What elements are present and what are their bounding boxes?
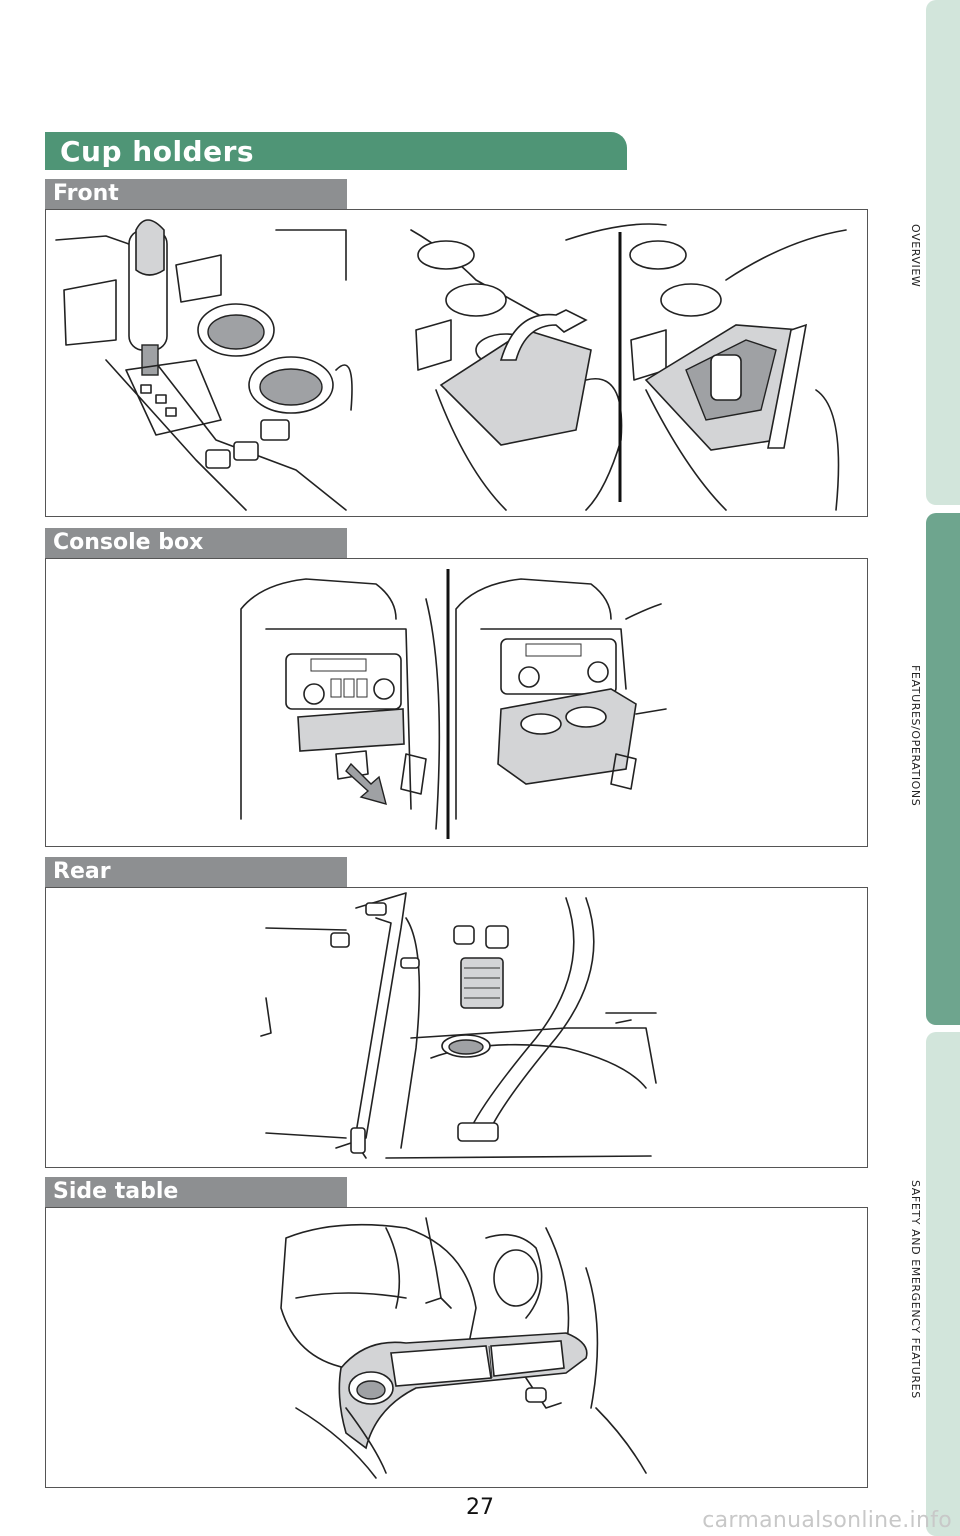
- watermark: carmanualsonline.info: [702, 1508, 952, 1533]
- rear-cabin-drawing: [260, 892, 657, 1159]
- side-tab-overview[interactable]: [926, 0, 960, 505]
- page-number: 27: [466, 1495, 494, 1520]
- console-box-closed-drawing: [240, 578, 441, 830]
- side-tab-safety[interactable]: [926, 1032, 960, 1536]
- side-tab-features-operations[interactable]: [926, 513, 960, 1025]
- front-cup-holder-illustration: [55, 219, 847, 511]
- section-header-rear: Rear: [45, 857, 347, 887]
- console-box-illustration-panel: [45, 558, 868, 847]
- front-cup-holder-open-drawing: [629, 229, 847, 511]
- side-table-illustration-panel: [45, 1207, 868, 1488]
- page-title: Cup holders: [60, 135, 255, 168]
- rear-cup-holder-illustration: [260, 892, 657, 1159]
- front-illustration-panel: [45, 209, 868, 517]
- console-box-cup-holder-illustration: [240, 569, 667, 839]
- front-cover-open-drawing: [410, 223, 667, 511]
- page-title-tab: Cup holders: [45, 132, 627, 170]
- rear-illustration-panel: [45, 887, 868, 1168]
- console-box-open-drawing: [455, 578, 667, 820]
- front-console-drawing: [55, 219, 353, 511]
- side-table-drawing: [280, 1217, 647, 1479]
- section-header-front: Front: [45, 179, 347, 209]
- side-table-cup-holder-illustration: [280, 1217, 647, 1479]
- section-header-side-table: Side table: [45, 1177, 347, 1207]
- section-header-console-box: Console box: [45, 528, 347, 558]
